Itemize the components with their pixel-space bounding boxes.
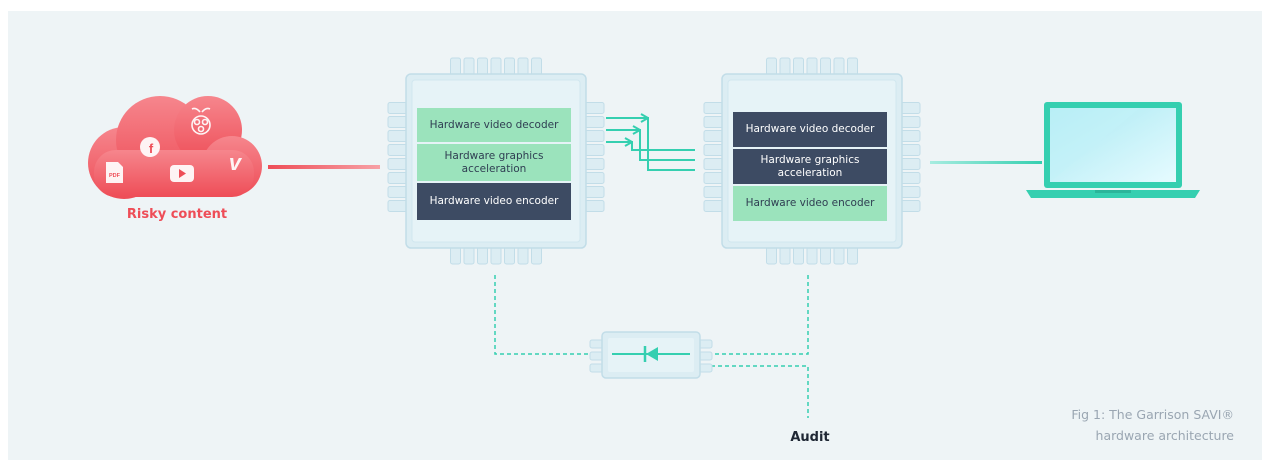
chip-pin [899,116,921,128]
arrow-2 [632,125,641,135]
processing-block: Hardware video decoder [733,112,887,147]
chip-pin [703,102,725,114]
chip-pin [583,144,605,156]
chip-pin [583,116,605,128]
chip-pin [703,130,725,142]
chip-pin [703,200,725,212]
arrow-3 [624,137,633,147]
data-diode [589,331,713,379]
chip-pin [899,130,921,142]
processing-block: Hardware video encoder [733,186,887,221]
laptop-icon [1026,102,1200,198]
chip-pin [387,144,409,156]
pdf-icon-text: PDF [109,173,121,179]
vimeo-icon-text: v [229,150,243,175]
audit-path [494,275,809,418]
chip-pin [703,116,725,128]
raspberry-icon [191,107,211,135]
chip-pin [899,200,921,212]
chip-pin [583,130,605,142]
chip-pin [387,116,409,128]
processing-block: Hardware graphics acceleration [417,144,571,181]
chip-pin [703,186,725,198]
chip-pin [703,158,725,170]
output-line [930,161,1042,164]
figure-caption: Fig 1: The Garrison SAVI® hardware archi… [974,404,1234,446]
chip-pin [583,200,605,212]
chip-pin [899,102,921,114]
chip-pin [703,144,725,156]
youtube-icon [170,165,194,182]
processing-block: Hardware video decoder [417,108,571,142]
diode-arrow-icon [646,347,658,361]
chip-pin [899,144,921,156]
facebook-icon-text: f [149,141,154,156]
chip-pin [899,186,921,198]
chip-pin [387,186,409,198]
vimeo-icon: v [229,150,243,175]
risky-content-cloud [88,96,262,199]
facebook-icon: f [140,137,160,157]
processing-block: Hardware video encoder [417,183,571,220]
chip-link-arrows [606,113,695,171]
chip-pin [899,172,921,184]
pdf-icon: PDF [106,162,123,183]
chip-pin [387,200,409,212]
chip-pin [583,186,605,198]
chip-pin [583,102,605,114]
chip-pin [703,172,725,184]
chip-pin [899,158,921,170]
caption-line-2: hardware architecture [1095,428,1234,443]
chip-pin [387,158,409,170]
chip-pin [583,158,605,170]
processing-block: Hardware graphics acceleration [733,149,887,184]
diagram-panel [8,11,1262,460]
risky-content-label: Risky content [126,207,228,222]
caption-line-1: Fig 1: The Garrison SAVI® [1071,407,1234,422]
risky-input-line [268,165,380,169]
audit-label: Audit [790,430,830,445]
chip-pin [387,102,409,114]
chip-pin [387,130,409,142]
chip-pin [583,172,605,184]
chip-pin [387,172,409,184]
